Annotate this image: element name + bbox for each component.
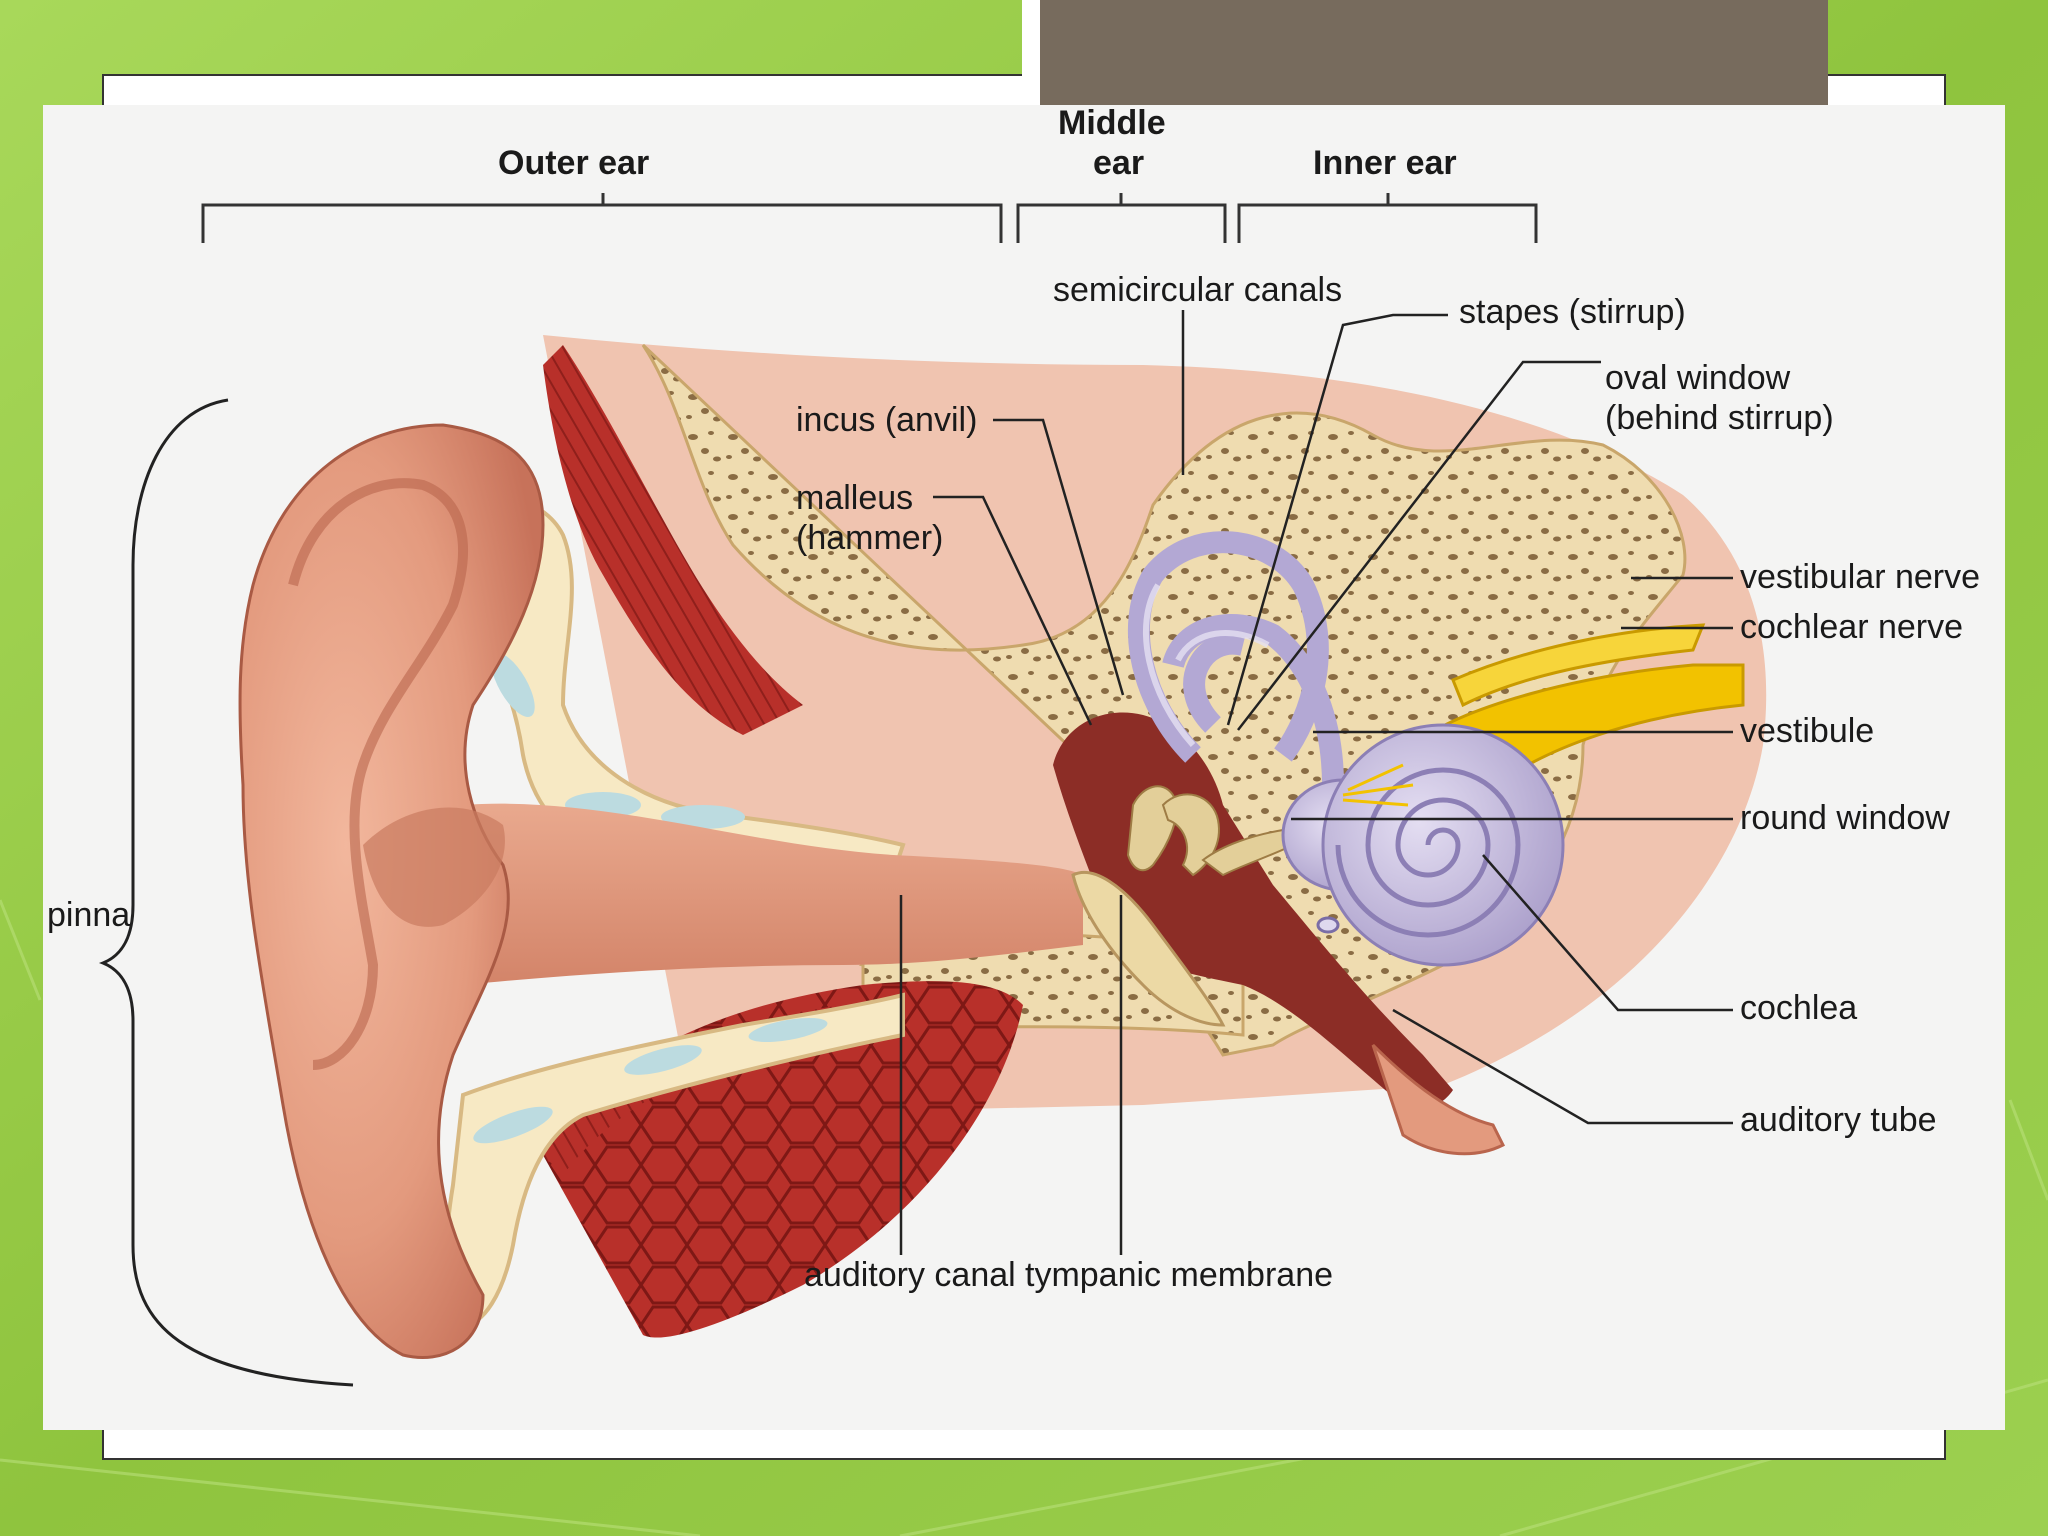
label-incus: incus (anvil) (796, 401, 978, 439)
vestibular-nerve-shape (1451, 623, 1706, 708)
section-label-outer-ear: Outer ear (498, 144, 650, 182)
pinna-brace (98, 398, 354, 1387)
label-pinna: pinna (47, 896, 131, 934)
tympanic-membrane-shape (1071, 870, 1226, 1027)
section-label-inner-ear: Inner ear (1313, 144, 1457, 182)
helix-fold (288, 478, 468, 1070)
round-window-shape (1316, 916, 1340, 934)
ear-illustration (98, 193, 1767, 1387)
title-bar (1040, 0, 1828, 105)
label-oval-window-line1: oval window (1605, 359, 1791, 397)
section-brackets (201, 193, 1538, 243)
nerve-fibers (1342, 763, 1414, 807)
label-round-window: round window (1740, 799, 1950, 837)
label-tympanic-membrane: tympanic membrane (1025, 1256, 1334, 1294)
label-auditory-canal: auditory canal (804, 1256, 1016, 1294)
label-cochlea: cochlea (1740, 989, 1858, 1027)
cochlea-spiral (1335, 767, 1521, 938)
auditory-canal-shape (463, 803, 1083, 985)
label-vestibular-nerve: vestibular nerve (1740, 558, 1981, 596)
semicircular-canals-shape (1127, 531, 1344, 786)
label-auditory-tube: auditory tube (1740, 1101, 1937, 1139)
section-label-middle-ear-line2: ear (1093, 144, 1145, 182)
leader-lines (899, 310, 1733, 1255)
label-stapes: stapes (stirrup) (1459, 293, 1686, 331)
ear-anatomy-figure: Outer ear Middle ear Inner ear pinna sem… (43, 105, 2005, 1430)
auditory-tube-shape (1371, 1043, 1506, 1156)
label-semicircular-canals: semicircular canals (1053, 271, 1343, 309)
title-gap (1022, 0, 1040, 105)
concha (363, 807, 505, 927)
section-label-middle-ear-line1: Middle (1058, 105, 1166, 142)
cochlea-shape (1321, 723, 1565, 967)
muscle-upper (543, 345, 803, 735)
label-malleus-line2: (hammer) (796, 519, 944, 557)
label-oval-window-line2: (behind stirrup) (1605, 399, 1834, 437)
label-cochlear-nerve: cochlear nerve (1740, 608, 1964, 646)
label-malleus-line1: malleus (796, 479, 914, 517)
cartilage-upper (441, 493, 906, 878)
label-vestibule: vestibule (1740, 712, 1875, 750)
